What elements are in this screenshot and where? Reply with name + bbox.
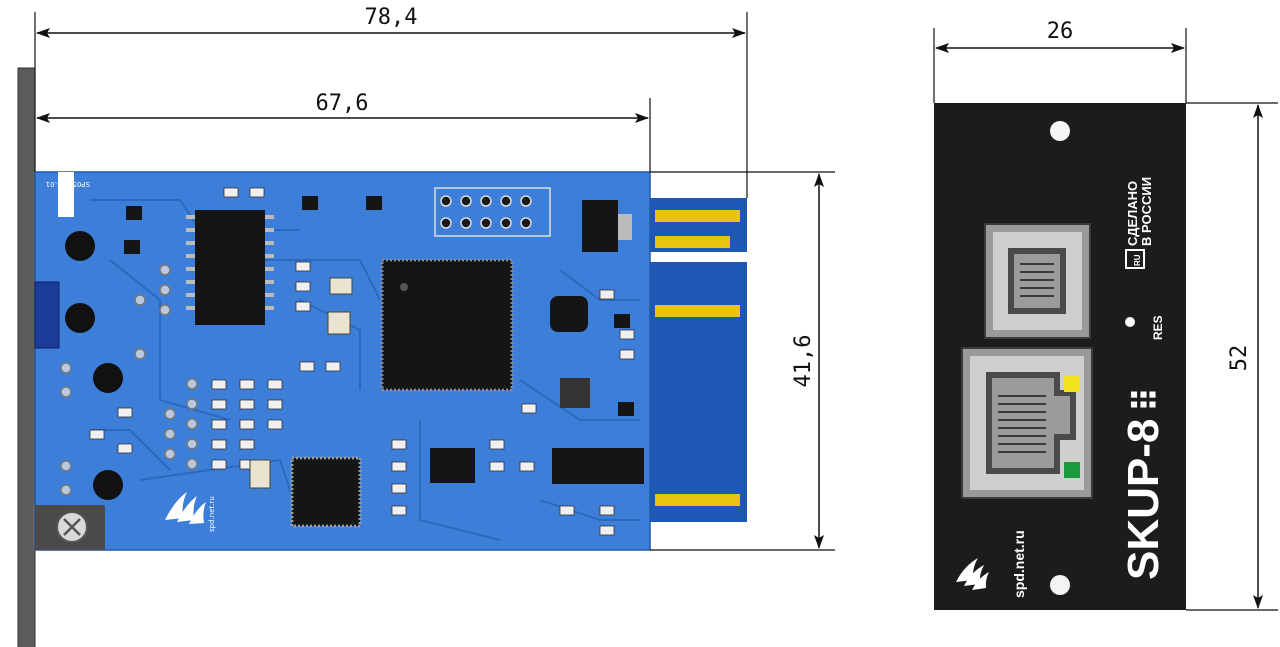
dimension-board-height: 41,6 (650, 171, 835, 551)
mounting-hole-bottom (1050, 575, 1070, 595)
inductor (550, 296, 588, 332)
dimension-total-length: 78,4 (34, 5, 748, 198)
dimension-panel-width: 26 (933, 19, 1187, 103)
edge-connector (650, 198, 747, 522)
pin-header (434, 187, 551, 237)
gold-contact (655, 210, 740, 222)
soic-chip-2 (552, 448, 644, 484)
made-in-badge-code: RU (1133, 254, 1142, 266)
gold-contact (655, 236, 730, 248)
led-yellow (1064, 376, 1080, 392)
gold-contact (655, 305, 740, 317)
board-code: SP05.044.01 (46, 180, 90, 188)
model-dots: ⠿ (1128, 387, 1166, 412)
board-logo (165, 492, 206, 524)
made-in-line2: В РОССИИ (1139, 177, 1154, 246)
model-name: SKUP-8 (1119, 419, 1168, 580)
regulator (582, 200, 618, 252)
made-in-russia-badge: RU СДЕЛАНО В РОССИИ (1125, 177, 1154, 269)
board-side-view: SP05.044.01 spd.net.ru (17, 67, 747, 647)
dimension-board-length: 67,6 (36, 91, 651, 172)
made-in-line1: СДЕЛАНО (1125, 181, 1140, 246)
dim-board-length-label: 67,6 (316, 91, 369, 116)
dim-total-length-label: 78,4 (365, 5, 418, 30)
dim-panel-width-label: 26 (1047, 19, 1074, 44)
soic-chip-1 (430, 448, 475, 483)
front-panel: RU СДЕЛАНО В РОССИИ RES SKUP-8 ⠿ spd.net… (934, 103, 1186, 610)
memory-chip (195, 210, 265, 325)
board-url: spd.net.ru (208, 496, 216, 532)
dim-board-height-label: 41,6 (791, 335, 816, 388)
brand-url: spd.net.ru (1011, 530, 1027, 598)
qfn-chip (290, 456, 362, 528)
reset-button[interactable] (1125, 317, 1135, 327)
dimension-panel-height: 52 (1186, 102, 1278, 611)
dim-panel-height-label: 52 (1227, 345, 1252, 372)
front-bracket (17, 67, 36, 647)
brand-logo (956, 558, 989, 590)
gold-contact (655, 494, 740, 506)
reset-label: RES (1151, 315, 1165, 340)
main-processor-chip (380, 258, 514, 392)
led-green (1064, 462, 1080, 478)
mounting-hole-top (1050, 121, 1070, 141)
